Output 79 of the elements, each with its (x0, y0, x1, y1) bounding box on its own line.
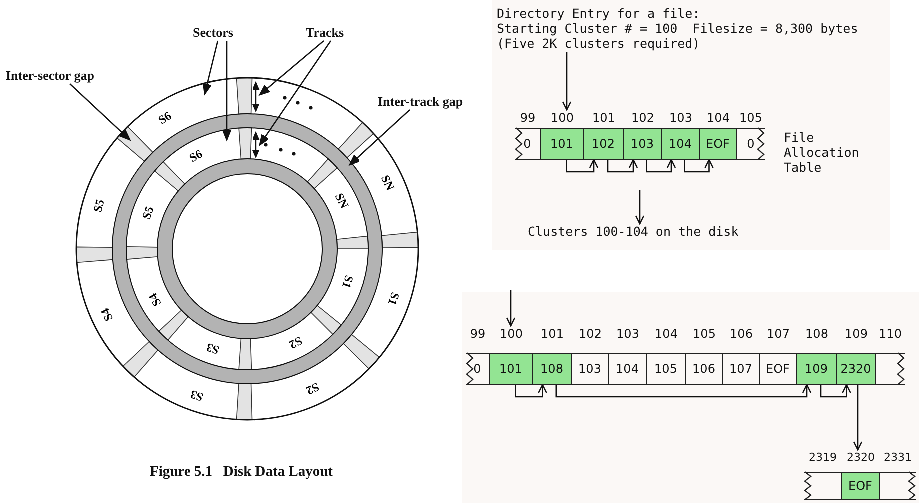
column-number: 103 (668, 110, 694, 126)
column-number: 104 (706, 110, 731, 126)
note-text: (Five 2K clusters required) (497, 36, 702, 51)
arrow (556, 384, 812, 398)
column-number: 101 (592, 110, 616, 126)
arrow (820, 384, 852, 398)
table-cell: 103 (624, 128, 662, 160)
arrow (515, 384, 548, 398)
column-number: 100 (550, 110, 575, 126)
table-cell: 0 (737, 128, 765, 160)
sector-label: S3 (204, 340, 222, 360)
callout-label: Sectors (193, 24, 249, 41)
column-number: 106 (729, 326, 754, 342)
column-number: 109 (844, 326, 869, 342)
table-label: File Allocation Table (784, 130, 860, 175)
note-text: Starting Cluster # = 100 Filesize = 8,300 bytes (497, 21, 860, 36)
sector-label: S6 (155, 107, 176, 129)
column-number: 107 (766, 326, 791, 342)
arrow (646, 159, 676, 173)
sector-label: S4 (144, 290, 165, 312)
note-text: Directory Entry for a file: (497, 6, 702, 21)
column-number: 2320 (846, 450, 876, 466)
table-cell: 109 (797, 353, 837, 385)
table-cell: 107 (723, 353, 760, 385)
table-cell: EOF (842, 472, 880, 500)
leader-line (202, 40, 219, 95)
leader-line (259, 40, 324, 96)
leader-line (349, 110, 410, 166)
column-number: 108 (804, 326, 830, 342)
column-number: 99 (519, 110, 537, 126)
sector-label: S1 (338, 272, 358, 292)
column-number: 102 (578, 326, 603, 342)
sector-label: S5 (138, 203, 158, 224)
column-number: 2319 (808, 450, 838, 466)
arrow (635, 190, 645, 225)
table-cell: 102 (584, 128, 624, 160)
sector-label: S5 (89, 197, 108, 216)
sector-label: S1 (384, 290, 404, 310)
callout-label: Inter-track gap (378, 93, 482, 110)
column-number: 102 (630, 110, 656, 126)
table-cell: EOF (700, 128, 737, 160)
arrow (607, 159, 638, 173)
callout-label: Inter-sector gap (6, 67, 112, 84)
column-number: 104 (654, 326, 679, 342)
leader-line (222, 41, 232, 141)
sector-label: S2 (303, 379, 323, 400)
sector-label: S2 (286, 333, 306, 355)
sector-label: SN (377, 172, 399, 196)
table-cell: 104 (662, 128, 700, 160)
arrow (684, 159, 714, 173)
table-cell: 101 (490, 353, 533, 385)
arrow (562, 52, 572, 111)
column-number: 100 (499, 326, 524, 342)
leader-line (259, 40, 332, 146)
table-cell: 108 (533, 353, 572, 385)
table-cell: 106 (686, 353, 723, 385)
sector-label: S4 (97, 304, 118, 326)
arrow (566, 159, 599, 173)
table-cell: 105 (647, 353, 686, 385)
table-cell: 101 (541, 128, 584, 160)
sector-label: SN (331, 190, 353, 213)
sector-label: S6 (186, 146, 206, 168)
figure-caption: Figure 5.1 Disk Data Layout (150, 464, 334, 481)
column-number: 101 (540, 326, 565, 342)
table-cell: 2320 (837, 353, 876, 385)
sector-label: S3 (188, 386, 206, 406)
column-number: 105 (738, 110, 764, 126)
table-cell: 104 (609, 353, 647, 385)
column-number: 103 (616, 326, 640, 342)
column-number: 99 (469, 326, 487, 342)
column-number: 2331 (883, 450, 913, 466)
arrow (853, 385, 863, 451)
note-text: Clusters 100-104 on the disk (528, 224, 760, 240)
column-number: 110 (878, 326, 903, 342)
callout-label: Tracks (306, 24, 358, 41)
leader-line (70, 84, 131, 141)
table-cell: 103 (572, 353, 609, 385)
column-number: 105 (692, 326, 717, 342)
arrow (506, 290, 516, 327)
